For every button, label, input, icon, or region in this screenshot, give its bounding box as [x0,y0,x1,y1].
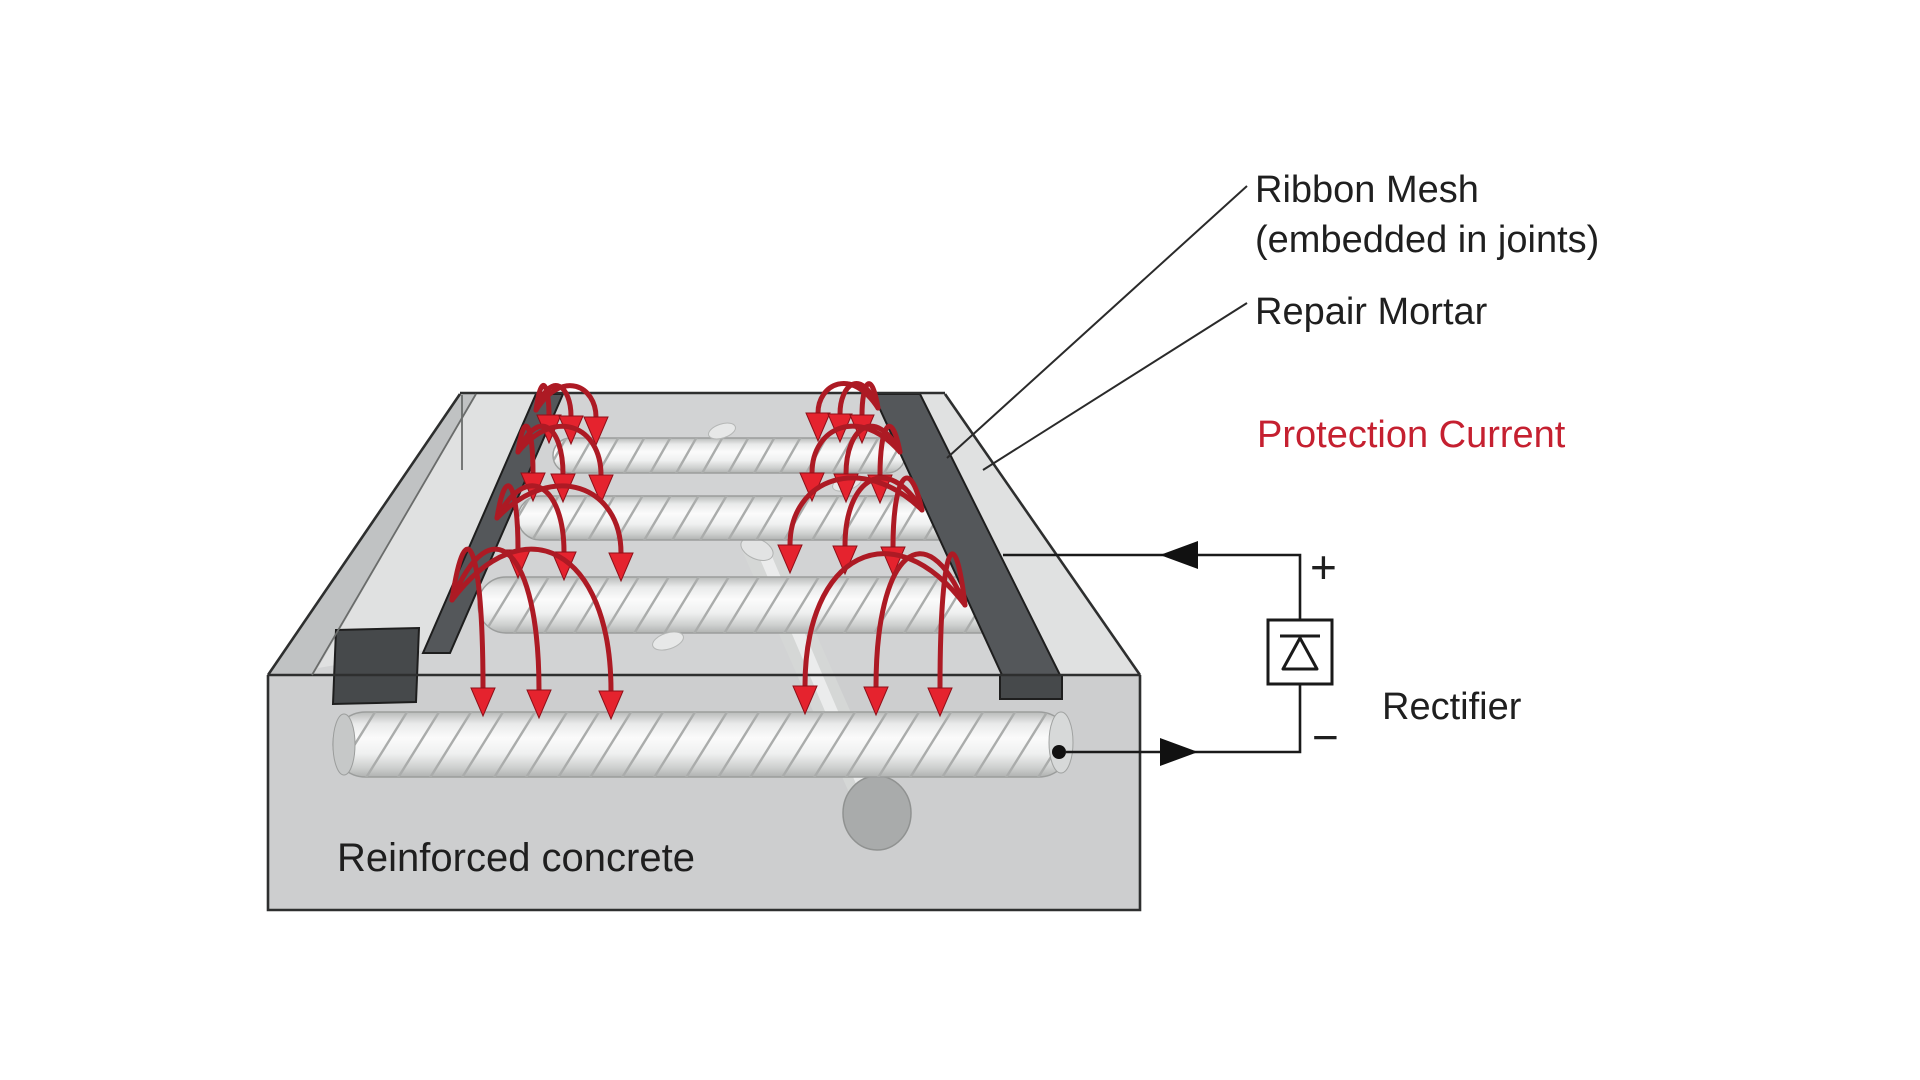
rectifier-label: Rectifier [1382,686,1522,728]
negative-wire [1066,684,1302,754]
protection-current-arrows [449,381,968,721]
protection-current-label: Protection Current [1257,414,1566,456]
plus-sign: + [1310,541,1337,593]
right-joint-mortar [920,394,1140,675]
ribbon-mesh-label-line2: (embedded in joints) [1255,219,1600,261]
rectifier-circuit [946,185,1334,766]
rebar-group [332,437,1074,778]
repair-mortar-label: Repair Mortar [1255,291,1488,333]
rectifier-box [1266,618,1334,686]
repair-mortar-leader-line [982,302,1248,471]
ribbon-mesh-label: Ribbon Mesh (embedded in joints) [1255,165,1599,265]
rebar [332,711,1074,778]
positive-wire [1003,553,1302,620]
reinforced-concrete-label: Reinforced concrete [337,836,695,880]
diode-icon [1280,634,1320,671]
left-joint-mortar [318,394,536,668]
right-ribbon-end-block [999,674,1063,700]
current-arrow-left-icon [1160,541,1198,569]
rebar-connection-dot [1052,745,1066,759]
minus-sign: − [1312,711,1339,763]
block-left-wall [268,394,476,675]
current-arrow-right-icon [1160,738,1198,766]
ribbon-mesh-label-line1: Ribbon Mesh [1255,169,1479,211]
ribbon-mesh-leader-line [946,185,1248,459]
left-ribbon-end-block [331,626,421,706]
